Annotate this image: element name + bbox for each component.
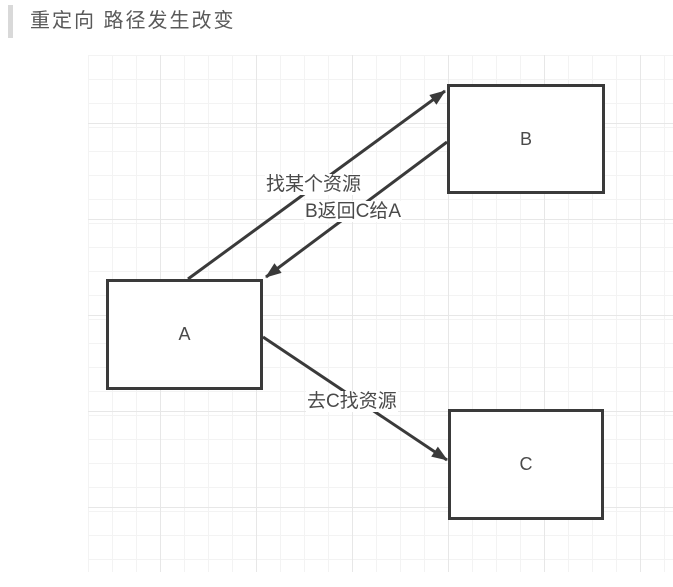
edge-label-a-to-c: 去C找资源 — [306, 391, 398, 412]
node-b: B — [447, 84, 605, 194]
title-accent-bar — [8, 5, 13, 38]
node-a-label: A — [178, 324, 191, 344]
page-title: 重定向 路径发生改变 — [30, 10, 236, 32]
edge-label-a-to-b: 找某个资源 — [265, 174, 363, 195]
edge-label-b-to-a: B返回C给A — [304, 201, 403, 222]
node-c-label: C — [519, 454, 533, 474]
node-c: C — [448, 409, 604, 520]
node-a: A — [106, 279, 263, 390]
node-b-label: B — [519, 128, 532, 149]
